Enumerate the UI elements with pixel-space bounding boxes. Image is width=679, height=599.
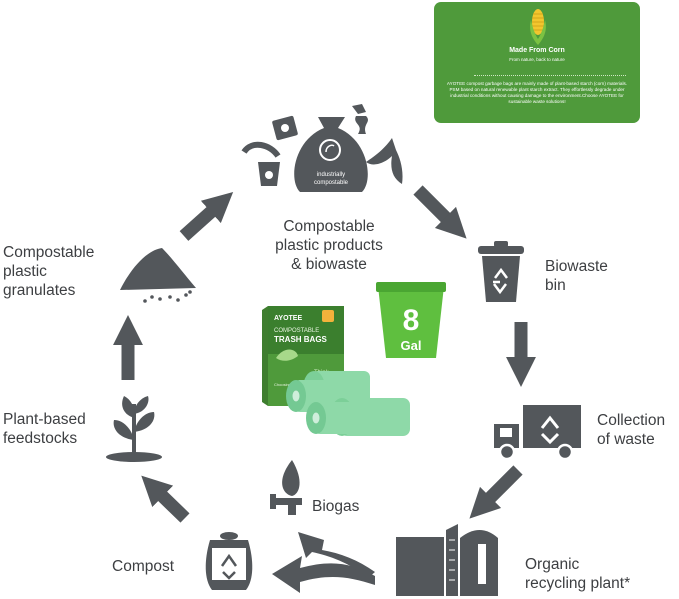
collection-truck-icon <box>494 405 581 461</box>
made-from-corn-card: Made From Corn From nature, back to natu… <box>434 2 640 123</box>
collection-label-line2: of waste <box>597 431 655 448</box>
compostable-bag-icon: industrially compostable <box>294 117 368 192</box>
bag-label-line2: compostable <box>314 180 349 186</box>
compost-sack-icon <box>205 532 253 590</box>
arrow-collection-to-plant <box>469 465 523 519</box>
plant-label-line1: Organic <box>525 556 580 573</box>
recycling-plant-icon <box>396 524 498 596</box>
biogas-flame-icon <box>270 460 302 515</box>
sprout-icon <box>106 396 162 462</box>
food-wrapper-icon <box>272 115 298 141</box>
badge-number: 8 <box>403 304 420 337</box>
badge-unit: Gal <box>401 338 422 353</box>
products-label-line1: Compostable <box>283 218 374 235</box>
products-label-line2: plastic products <box>275 237 383 254</box>
arrow-products-to-bin <box>413 185 467 239</box>
arrow-granulates-to-products <box>179 192 234 241</box>
products-label-line3: & biowaste <box>291 256 367 273</box>
biowaste-bin-icon <box>478 241 524 302</box>
apple-core-icon <box>352 104 368 134</box>
card-title: Made From Corn <box>509 47 565 54</box>
card-subtitle: From nature, back to nature <box>509 57 565 62</box>
plant-label-line2: recycling plant* <box>525 575 630 592</box>
arrow-plant-to-compost-and-biogas <box>272 532 375 593</box>
arrow-compost-to-feedstocks <box>141 475 190 523</box>
box-line1: COMPOSTABLE <box>274 328 319 334</box>
box-line2: TRASH BAGS <box>274 335 328 344</box>
card-body: AYOTEE compost garbage bags are mainly m… <box>446 81 628 104</box>
granulates-label-line2: plastic <box>3 263 47 280</box>
banana-peel-icon <box>366 138 403 184</box>
granulates-label-line1: Compostable <box>3 244 94 261</box>
feedstocks-label-line2: feedstocks <box>3 430 77 447</box>
granulates-label-line3: granulates <box>3 282 76 299</box>
bin-label-line1: Biowaste <box>545 258 608 275</box>
gallon-badge: 8 Gal <box>376 282 446 358</box>
bag-label-line1: industrially <box>317 172 345 178</box>
compost-label: Compost <box>112 558 175 575</box>
card-divider <box>474 75 626 76</box>
bin-label-line2: bin <box>545 277 566 294</box>
granulates-pile-icon <box>120 248 196 303</box>
collection-label-line1: Collection <box>597 412 665 429</box>
bag-rolls <box>286 371 410 436</box>
biogas-label: Biogas <box>312 498 360 515</box>
corn-icon <box>530 9 546 45</box>
coffee-cup-icon <box>241 141 281 186</box>
box-brand: AYOTEE <box>274 315 302 322</box>
feedstocks-label-line1: Plant-based <box>3 411 86 428</box>
